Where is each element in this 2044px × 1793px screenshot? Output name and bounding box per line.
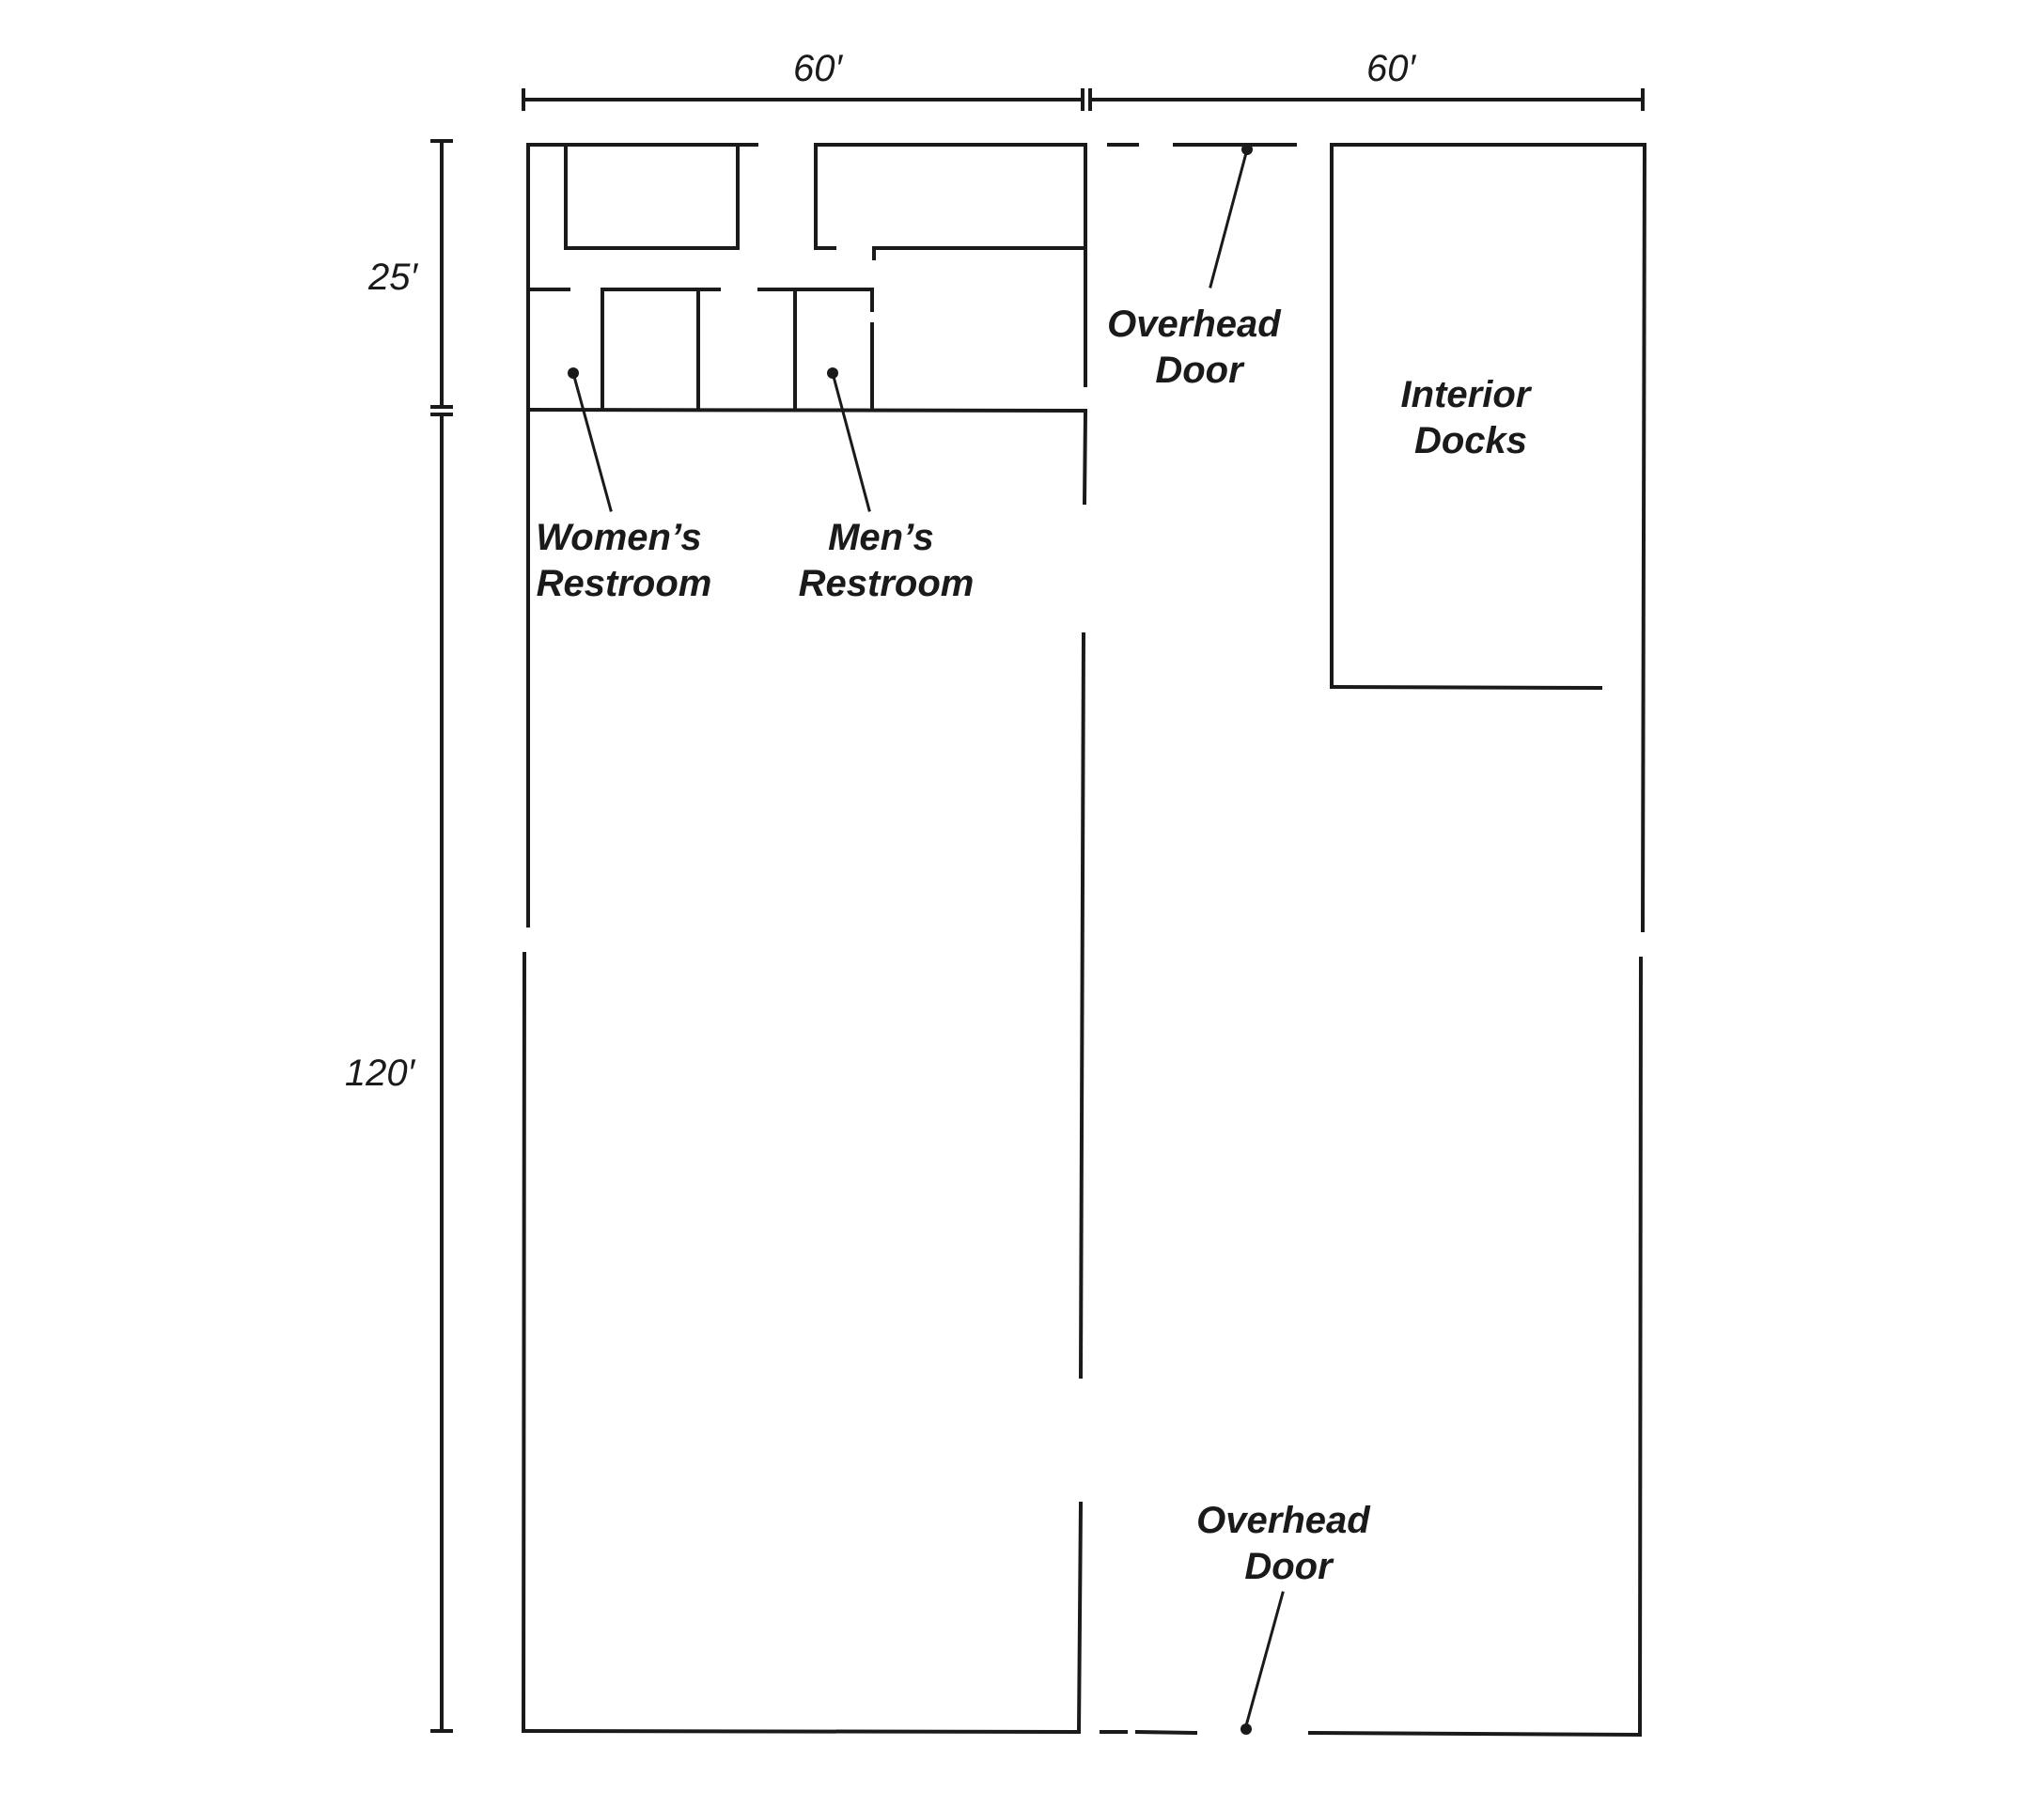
leaders	[568, 144, 1285, 1735]
overhead-door-top-leader	[1209, 148, 1249, 288]
docks-bottom-wall	[1329, 684, 1603, 691]
exterior-walls	[521, 142, 1647, 1738]
overhead-door-bottom-leader	[1243, 1591, 1285, 1731]
depth-office-label: 25′	[367, 257, 418, 298]
interior-docks-line2: Docks	[1414, 420, 1527, 461]
room-labels: Overhead Door Interior Docks Women’s Res…	[536, 304, 1541, 1587]
bottom-wall-right-b	[1134, 1729, 1198, 1736]
overhead-door-top-line2: Door	[1155, 350, 1245, 391]
mens-restroom-line2: Restroom	[799, 563, 975, 604]
dimension-labels: 60′ 60′ 25′ 120′	[345, 48, 1417, 1094]
overhead-door-bottom-line2: Door	[1244, 1546, 1334, 1587]
interior-docks-line1: Interior	[1401, 374, 1533, 415]
center-wall	[1076, 143, 1088, 1735]
womens-restroom-leader	[571, 371, 613, 512]
center-wall-seg-3	[1078, 631, 1086, 1380]
overhead-door-bottom-label: Overhead Door	[1196, 1500, 1381, 1587]
right-wall-lower	[1637, 956, 1644, 1738]
center-wall-seg-4	[1076, 1501, 1084, 1735]
office-block-bottom-wall	[525, 407, 1088, 413]
womens-restroom-line2: Restroom	[537, 563, 712, 604]
right-wall-upper	[1640, 142, 1647, 933]
office-block	[525, 143, 1088, 413]
bottom-wall-left	[521, 1728, 1082, 1735]
overhead-door-top-marker	[1241, 144, 1253, 155]
overhead-door-top-line1: Overhead	[1107, 304, 1282, 345]
overhead-door-top-label: Overhead Door	[1107, 304, 1291, 391]
bottom-wall-right-c	[1307, 1730, 1643, 1738]
depth-warehouse-label: 120′	[345, 1052, 416, 1094]
mens-restroom-leader	[831, 371, 871, 512]
overhead-door-bottom-line1: Overhead	[1196, 1500, 1371, 1541]
overhead-door-bottom-marker	[1240, 1723, 1252, 1735]
womens-restroom-label: Women’s Restroom	[536, 517, 711, 604]
womens-restroom-marker	[568, 367, 579, 379]
center-wall-seg-2	[1082, 411, 1088, 506]
mens-restroom-label: Men’s Restroom	[799, 517, 975, 604]
left-wall-lower	[521, 951, 527, 1734]
mens-restroom-line1: Men’s	[828, 517, 934, 558]
width-right-label: 60′	[1366, 48, 1416, 89]
dimension-lines	[430, 88, 1645, 1733]
interior-docks-outline	[1329, 143, 1603, 691]
interior-docks-label: Interior Docks	[1401, 374, 1541, 461]
width-left-label: 60′	[793, 48, 843, 89]
womens-restroom-line1: Women’s	[536, 517, 701, 558]
mens-restroom-marker	[827, 367, 838, 379]
